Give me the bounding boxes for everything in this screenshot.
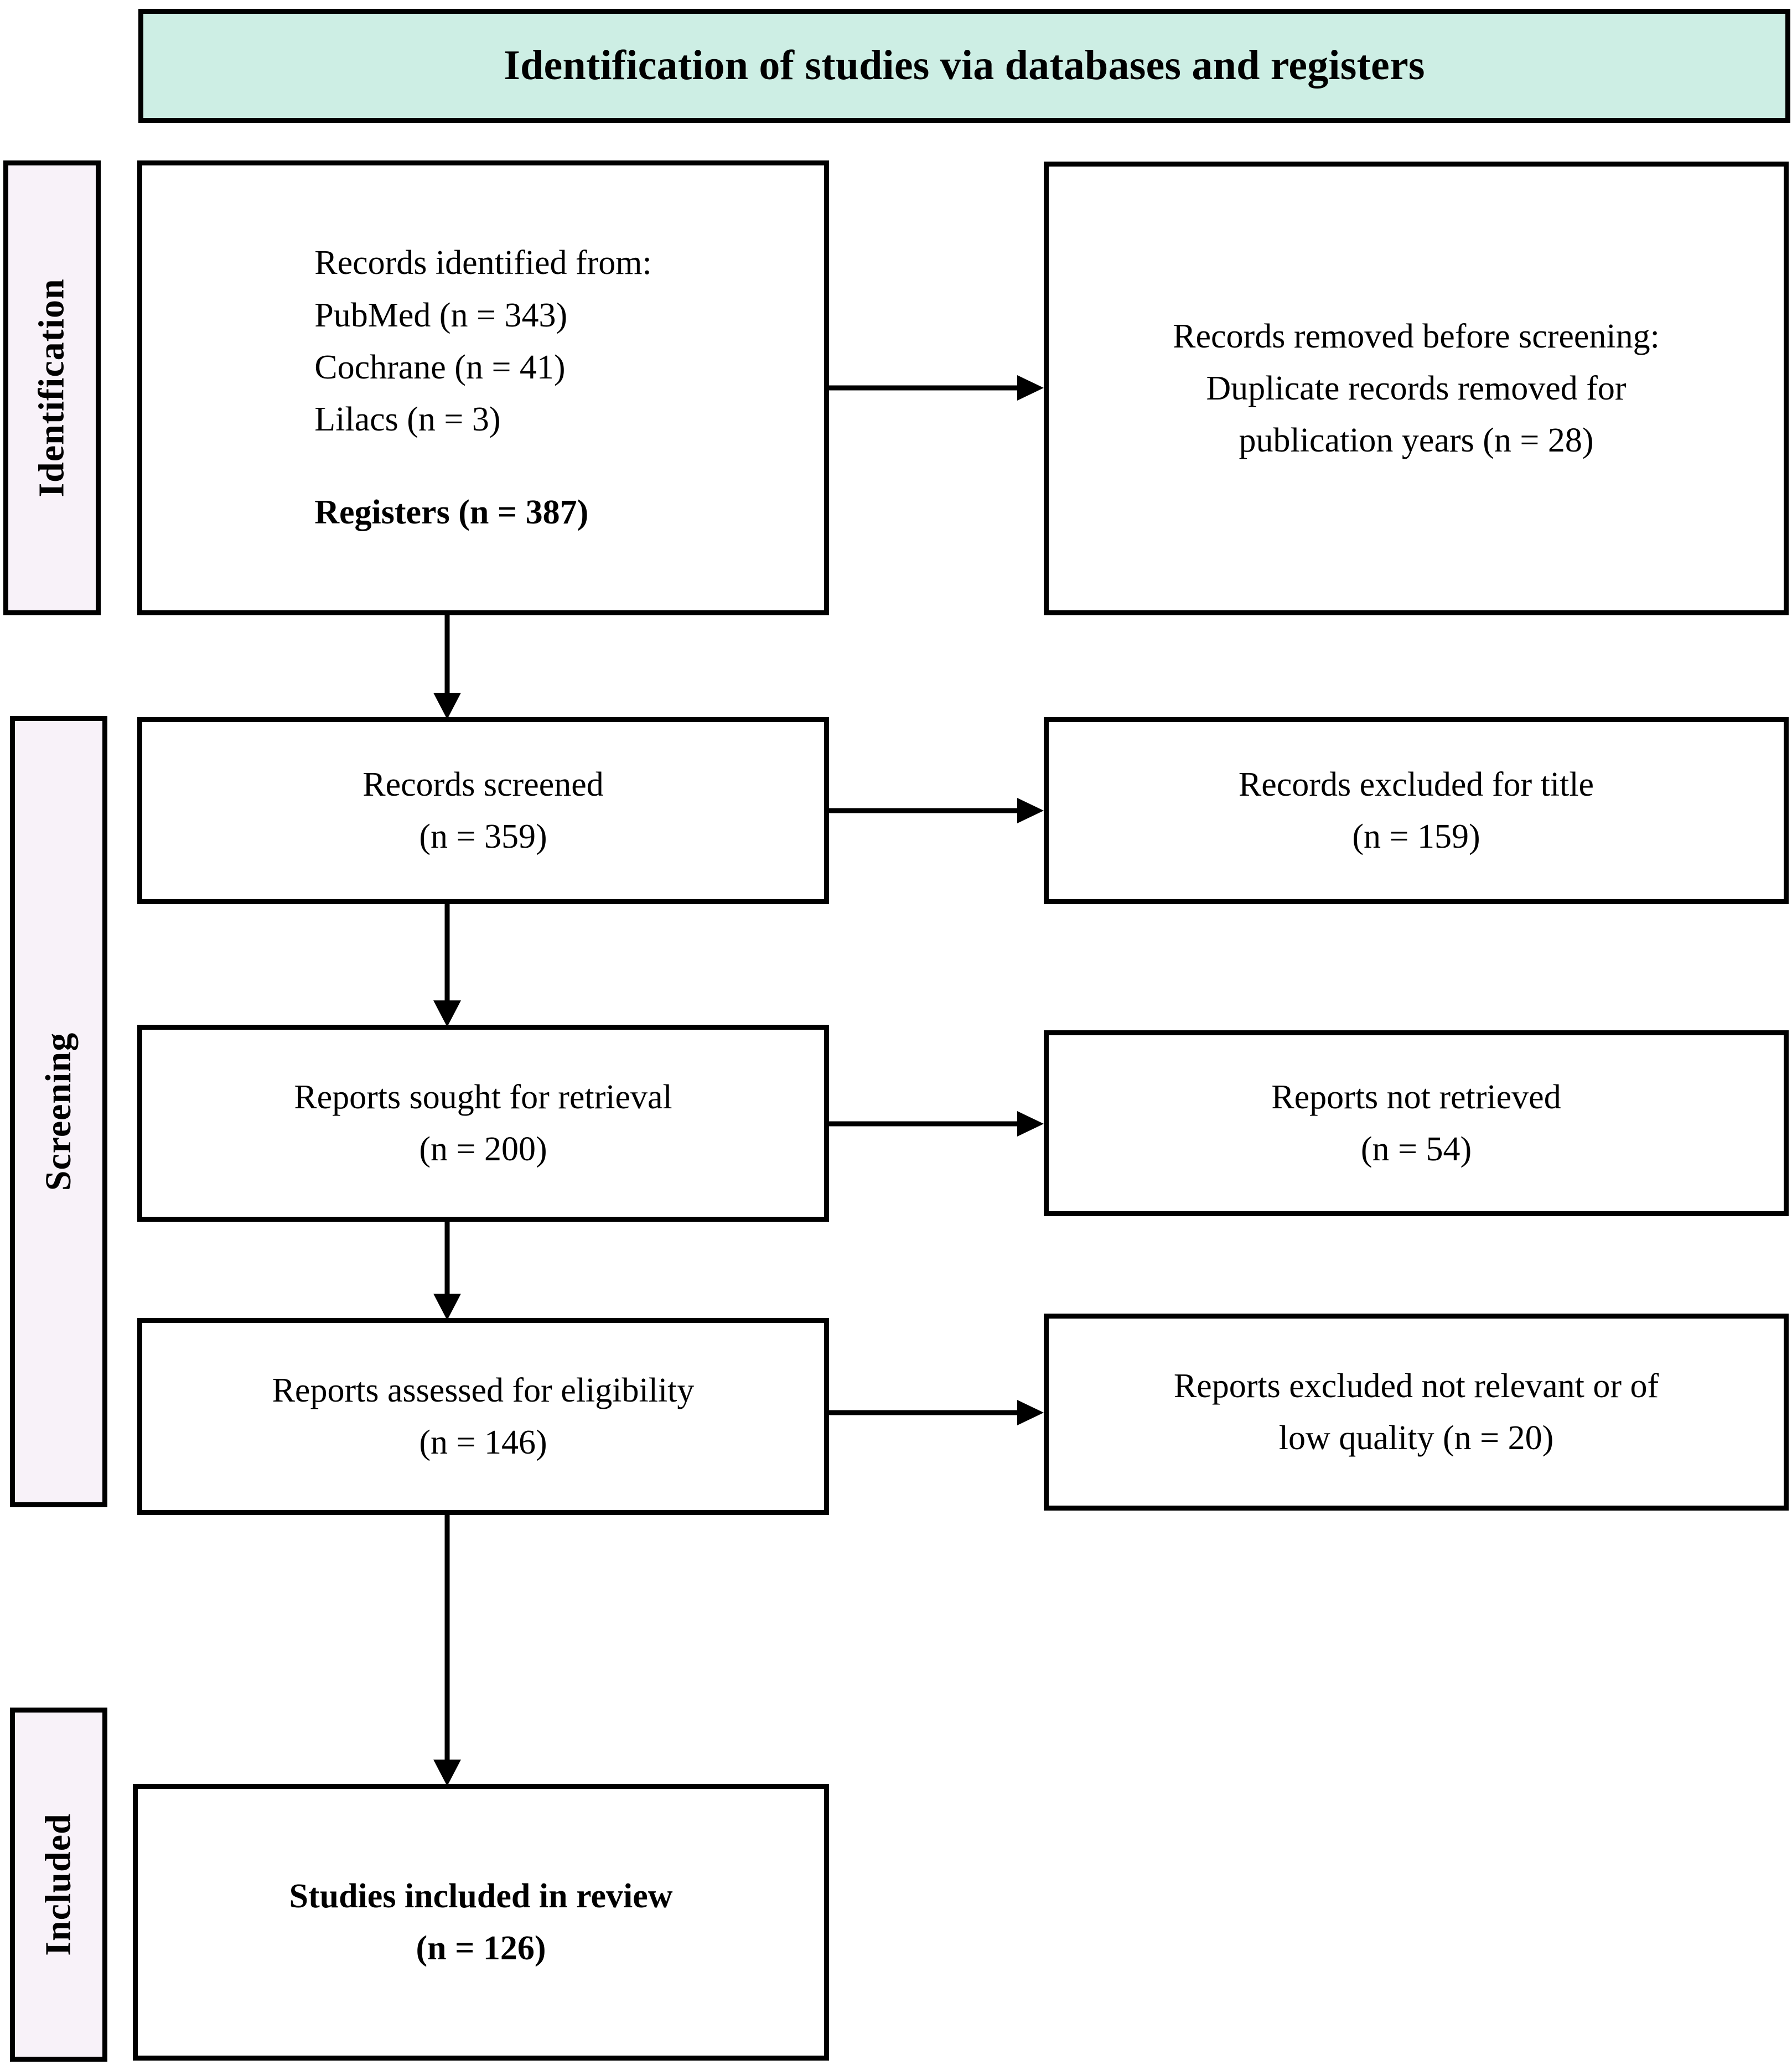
node-reports-assessed: Reports assessed for eligibility (n = 14…: [137, 1318, 829, 1515]
node-records-excluded-title: Records excluded for title (n = 159): [1044, 717, 1789, 904]
connector-assessed-to-excluded-quality: [829, 1399, 1045, 1426]
connector-screened-to-excluded-title: [829, 797, 1045, 824]
connector-screened-to-sought: [432, 903, 463, 1028]
banner-title: Identification of studies via databases …: [504, 42, 1425, 89]
records-identified-source-lilacs: Lilacs (n = 3): [314, 401, 501, 439]
phase-label-screening-text: Screening: [38, 1032, 79, 1191]
phase-label-screening: Screening: [10, 716, 107, 1507]
records-screened-count: (n = 359): [419, 818, 547, 855]
phase-label-identification: Identification: [3, 160, 101, 615]
node-reports-excluded-quality: Reports excluded not relevant or of low …: [1044, 1314, 1789, 1511]
studies-included-label: Studies included in review: [289, 1877, 673, 1915]
connector-assessed-to-included: [432, 1514, 463, 1787]
records-identified-source-pubmed: PubMed (n = 343): [314, 296, 568, 334]
records-identified-source-cochrane: Cochrane (n = 41): [314, 348, 566, 386]
diagram-banner: Identification of studies via databases …: [138, 9, 1790, 123]
studies-included-count: (n = 126): [416, 1929, 546, 1967]
records-screened-label: Records screened: [362, 765, 604, 803]
node-reports-sought: Reports sought for retrieval (n = 200): [137, 1025, 829, 1222]
reports-assessed-label: Reports assessed for eligibility: [272, 1371, 695, 1409]
reports-excluded-quality-line-2: low quality (n = 20): [1278, 1419, 1554, 1457]
records-identified-registers-total: Registers (n = 387): [314, 494, 589, 532]
reports-sought-label: Reports sought for retrieval: [294, 1078, 672, 1116]
records-removed-line-2: Duplicate records removed for: [1206, 369, 1627, 407]
phase-label-included: Included: [10, 1708, 107, 2062]
reports-assessed-count: (n = 146): [419, 1424, 547, 1461]
reports-excluded-quality-line-1: Reports excluded not relevant or of: [1173, 1367, 1659, 1405]
records-excluded-title-label: Records excluded for title: [1238, 765, 1594, 803]
connector-identified-to-screened: [432, 614, 463, 720]
reports-not-retrieved-label: Reports not retrieved: [1271, 1078, 1561, 1116]
reports-not-retrieved-count: (n = 54): [1360, 1130, 1472, 1168]
records-excluded-title-count: (n = 159): [1352, 818, 1480, 855]
phase-label-included-text: Included: [38, 1813, 79, 1956]
phase-label-identification-text: Identification: [32, 278, 72, 497]
node-records-removed: Records removed before screening: Duplic…: [1044, 162, 1789, 615]
connector-sought-to-assessed: [432, 1221, 463, 1321]
node-records-identified: Records identified from: PubMed (n = 343…: [137, 160, 829, 615]
node-records-screened: Records screened (n = 359): [137, 717, 829, 904]
records-removed-line-1: Records removed before screening:: [1173, 317, 1660, 355]
connector-sought-to-not-retrieved: [829, 1110, 1045, 1138]
records-removed-line-3: publication years (n = 28): [1239, 422, 1594, 460]
reports-sought-count: (n = 200): [419, 1130, 547, 1168]
node-studies-included: Studies included in review (n = 126): [133, 1784, 829, 2061]
node-reports-not-retrieved: Reports not retrieved (n = 54): [1044, 1030, 1789, 1216]
records-identified-lead: Records identified from:: [314, 244, 652, 282]
connector-identified-to-removed: [829, 374, 1045, 402]
